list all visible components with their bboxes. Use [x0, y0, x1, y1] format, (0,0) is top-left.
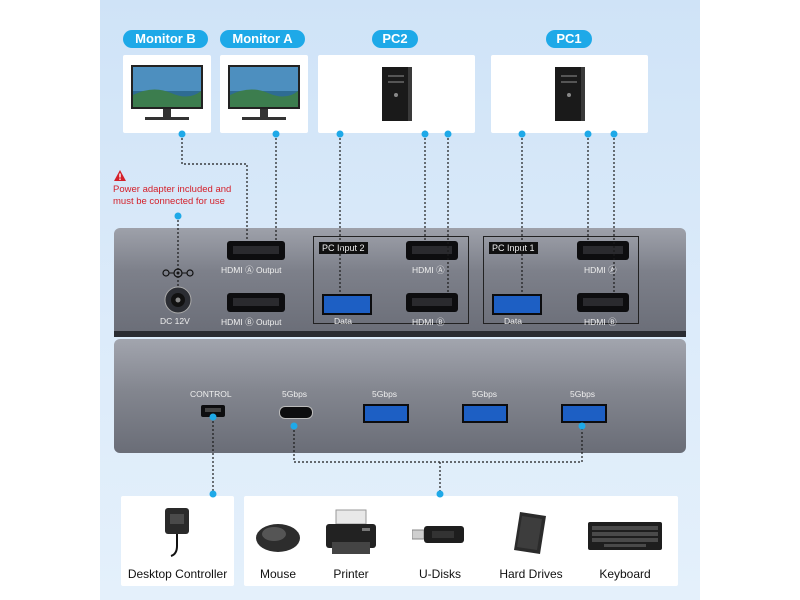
control-port-label: CONTROL	[190, 389, 232, 399]
power-warning-text: Power adapter included and must be conne…	[113, 184, 232, 207]
pc1-hdmi-b-port[interactable]	[577, 293, 629, 312]
usb-a-3-speed-label: 5Gbps	[570, 389, 596, 399]
desktop-controller-icon	[165, 508, 189, 557]
desktop-controller-card: Desktop Controller	[121, 496, 234, 586]
pc-input-2-title: PC Input 2	[319, 242, 368, 254]
desktop-controller-label: Desktop Controller	[127, 567, 228, 581]
control-port[interactable]	[201, 405, 225, 417]
monitor-b-icon	[131, 65, 203, 120]
pc2-hdmi-a-label: HDMI Ⓐ	[412, 265, 445, 275]
u-disk-icon	[412, 526, 464, 543]
pc2-card	[318, 55, 475, 133]
pc1-tower-icon	[555, 67, 585, 121]
mouse-icon	[256, 524, 300, 552]
pc2-tower-icon	[382, 67, 412, 121]
usb-c-port[interactable]	[279, 406, 313, 419]
keyboard-label: Keyboard	[599, 567, 651, 581]
pc1-hdmi-b-label: HDMI Ⓑ	[584, 317, 617, 327]
pc1-data-usb-port[interactable]	[492, 294, 542, 315]
printer-icon	[326, 509, 376, 554]
pc2-hdmi-b-label: HDMI Ⓑ	[412, 317, 445, 327]
pc-input-1-title: PC Input 1	[489, 242, 538, 254]
pc-input-2-frame	[313, 236, 469, 324]
u-disks-label: U-Disks	[419, 567, 461, 581]
monitor-a-icon	[228, 65, 300, 120]
pc2-hdmi-b-port[interactable]	[406, 293, 458, 312]
pc-input-1-frame	[483, 236, 639, 324]
hdmi-b-output-port[interactable]	[227, 293, 285, 312]
hdmi-a-output-port[interactable]	[227, 241, 285, 260]
hdmi-b-output-label: HDMI Ⓑ Output	[221, 317, 282, 327]
pc2-tag: PC2	[372, 30, 418, 48]
pc1-hdmi-a-port[interactable]	[577, 241, 629, 260]
monitor-a-card	[220, 55, 308, 133]
monitor-a-tag: Monitor A	[220, 30, 305, 48]
monitor-b-card	[123, 55, 211, 133]
pc1-hdmi-a-label: HDMI Ⓐ	[584, 265, 617, 275]
usb-c-speed-label: 5Gbps	[282, 389, 308, 399]
usb-a-2-speed-label: 5Gbps	[472, 389, 498, 399]
usb-a-1-speed-label: 5Gbps	[372, 389, 398, 399]
pc1-card	[491, 55, 648, 133]
dc-12v-label: DC 12V	[160, 316, 190, 326]
hard-drive-icon	[514, 512, 546, 554]
pc1-tag: PC1	[546, 30, 592, 48]
pc1-data-label: Data	[504, 316, 522, 326]
unit-seam	[114, 331, 686, 337]
usb-a-port-3[interactable]	[561, 404, 607, 423]
usb-a-port-1[interactable]	[363, 404, 409, 423]
hard-drives-label: Hard Drives	[499, 567, 563, 581]
warning-icon	[114, 170, 126, 181]
monitor-b-tag: Monitor B	[123, 30, 208, 48]
hdmi-a-output-label: HDMI Ⓐ Output	[221, 265, 282, 275]
pc2-hdmi-a-port[interactable]	[406, 241, 458, 260]
dc-power-port[interactable]	[164, 286, 192, 314]
pc2-data-label: Data	[334, 316, 352, 326]
peripherals-card: Mouse Printer U-Disks Hard Drives	[244, 496, 678, 586]
usb-a-port-2[interactable]	[462, 404, 508, 423]
printer-label: Printer	[333, 567, 369, 581]
keyboard-icon	[588, 522, 662, 550]
dc-polarity-icon	[162, 268, 194, 278]
mouse-label: Mouse	[259, 567, 297, 581]
pc2-data-usb-port[interactable]	[322, 294, 372, 315]
